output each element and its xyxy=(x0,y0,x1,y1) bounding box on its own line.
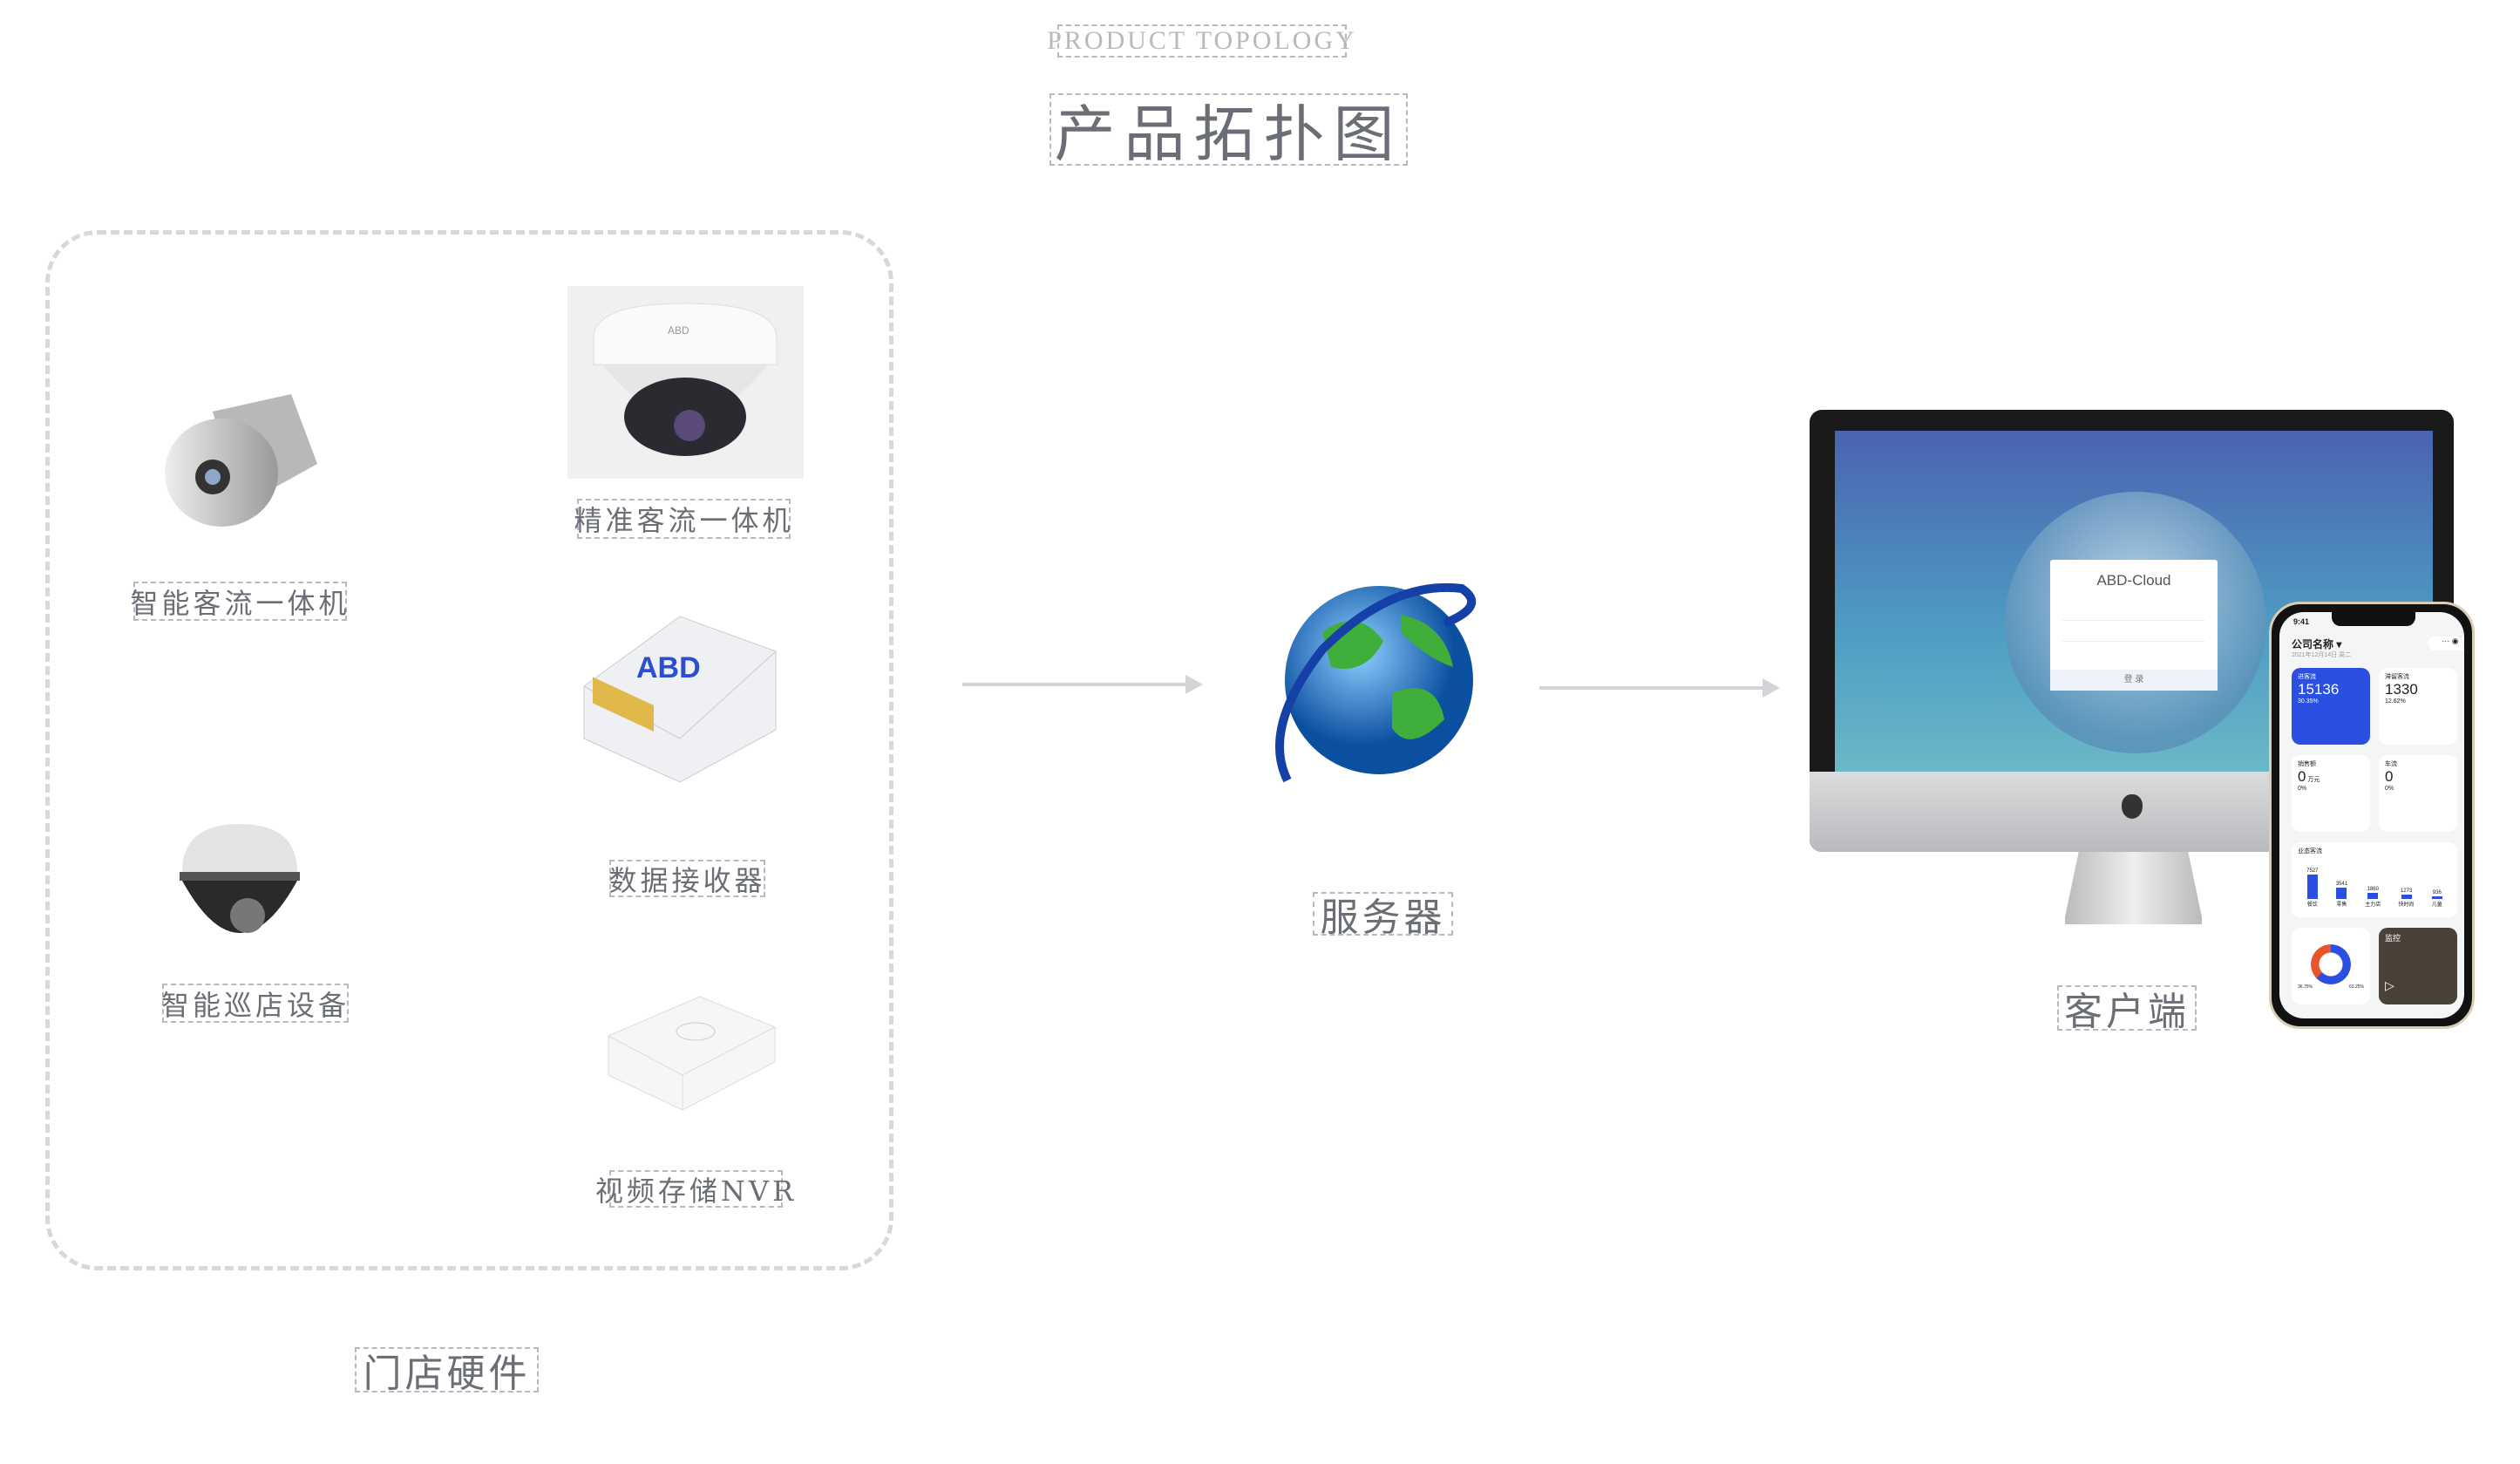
device-label-patrol-device: 智能巡店设备 xyxy=(161,984,349,1023)
monitor-stand xyxy=(2065,852,2202,924)
device-label-precise-counter: 精准客流一体机 xyxy=(574,499,791,539)
miniprogram-menu-button[interactable]: ··· ◉ xyxy=(2428,637,2464,650)
login-dialog: ABD-Cloud 登 录 xyxy=(2050,560,2218,691)
password-input[interactable] xyxy=(2062,628,2205,642)
company-name: 公司名称 xyxy=(2292,638,2334,650)
abd-cloud-logo: ABD-Cloud xyxy=(2096,572,2171,589)
device-label-smart-counter: 智能客流一体机 xyxy=(131,582,347,621)
card-monitor[interactable]: 监控▷ xyxy=(2379,928,2457,1004)
client-label: 客户端 xyxy=(2057,985,2197,1034)
ptz-camera-image xyxy=(180,824,300,933)
page-title: 产品拓扑图 xyxy=(1049,93,1408,170)
bar xyxy=(2306,875,2318,899)
username-input[interactable] xyxy=(2062,607,2205,621)
brand-logo: ABD xyxy=(668,324,689,337)
store-hardware-frame xyxy=(45,230,893,1270)
login-button[interactable]: 登 录 xyxy=(2050,670,2218,691)
monitor-screen: ABD-Cloud 登 录 xyxy=(1835,431,2433,772)
bar xyxy=(2431,895,2442,899)
bar xyxy=(2367,893,2379,899)
phone-notch xyxy=(2332,612,2415,626)
data-receiver-image: ABD xyxy=(583,616,777,783)
bar xyxy=(2336,887,2347,899)
status-time: 9:41 xyxy=(2293,617,2310,626)
store-hardware-label: 门店硬件 xyxy=(355,1347,539,1396)
server-label: 服务器 xyxy=(1313,892,1453,940)
play-icon: ▷ xyxy=(2385,978,2394,992)
device-label-nvr: 视频存储NVR xyxy=(595,1170,793,1208)
svg-text:ABD: ABD xyxy=(636,651,701,684)
nvr-image xyxy=(608,996,776,1111)
globe-icon xyxy=(1275,582,1477,783)
subtitle: PRODUCT TOPOLOGY xyxy=(1047,24,1355,58)
dome-camera-image: ABD xyxy=(567,286,804,479)
card-donut[interactable]: 36.75%63.25% xyxy=(2292,928,2370,1004)
arrow-server-to-client xyxy=(1539,678,1780,698)
fisheye-camera-image xyxy=(165,394,317,527)
company-selector[interactable]: 公司名称 ▾ xyxy=(2292,638,2342,650)
donut-chart xyxy=(2311,944,2351,984)
date-text: 2021年12月14日 周二 xyxy=(2292,652,2352,658)
arrow-store-to-server xyxy=(962,675,1203,694)
bar xyxy=(2401,895,2412,899)
apple-logo-icon xyxy=(2121,794,2143,819)
device-label-data-receiver: 数据接收器 xyxy=(609,860,765,897)
